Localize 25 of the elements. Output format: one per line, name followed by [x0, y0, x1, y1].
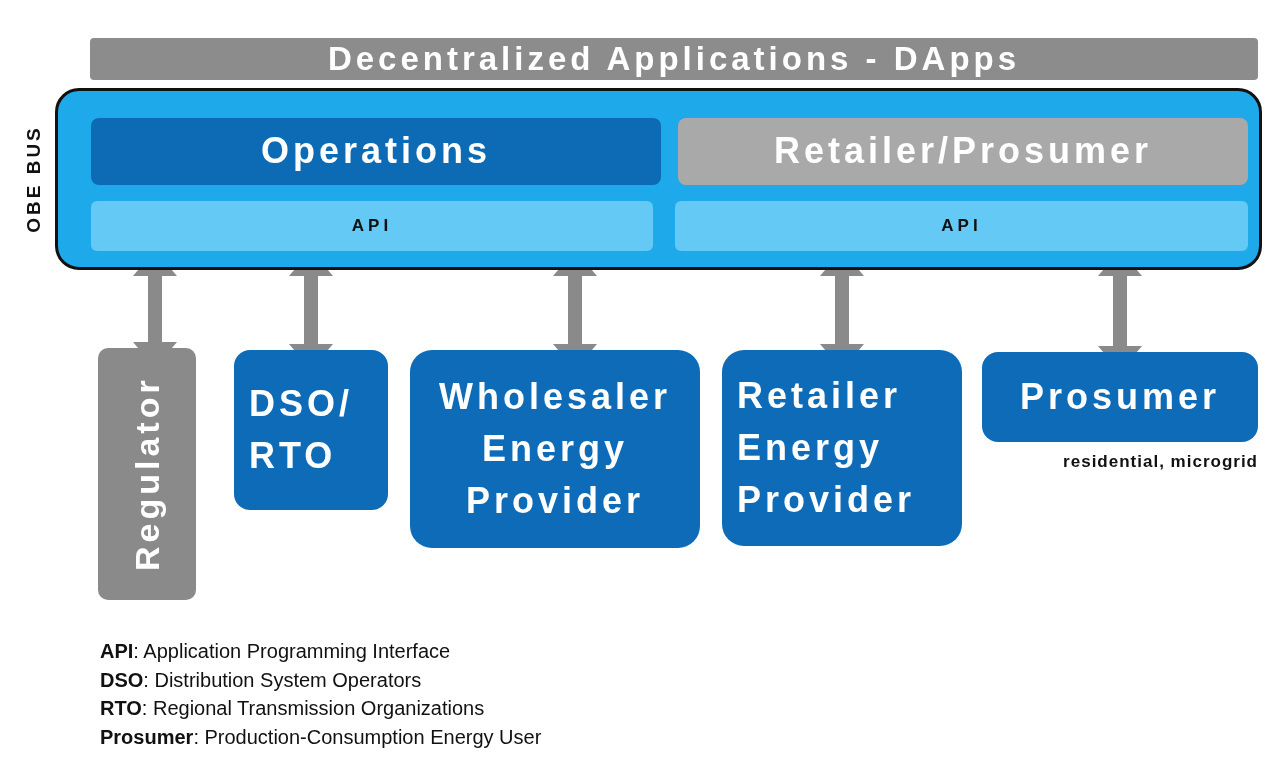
operations-bar: [91, 118, 661, 185]
entity-box: [234, 350, 388, 510]
legend-note: RTO: Regional Transmission Organizations: [100, 697, 485, 720]
api-bar: [675, 201, 1248, 251]
node-label: API: [351, 214, 393, 237]
node-label: DSO/ RTO: [249, 381, 354, 478]
node-label: Retailer/Prosumer: [773, 129, 1153, 174]
legend-note: API: Application Programming Interface: [100, 640, 451, 663]
legend-note: DSO: Distribution System Operators: [100, 668, 422, 692]
node-caption: residential, microgrid: [1063, 452, 1258, 472]
title-bar: [90, 38, 1258, 80]
node-label: Wholesaler Energy Provider: [437, 374, 673, 524]
node-label: Decentralized Applications - DApps: [327, 39, 1021, 80]
node-label: Regulator: [126, 376, 167, 572]
retailer-prosumer-bar: [678, 118, 1248, 185]
entity-box: [98, 348, 196, 600]
node-label: Prosumer: [1019, 374, 1221, 419]
legend-note: Prosumer: Production-Consumption Energy User: [100, 725, 542, 749]
entity-box: [410, 350, 700, 548]
node-label: Retailer Energy Provider: [737, 373, 917, 523]
bus-label: OBE BUS: [22, 125, 45, 233]
node-label: Operations: [260, 129, 491, 174]
entity-box: [722, 350, 962, 546]
node-label: API: [941, 214, 982, 237]
api-bar: [91, 201, 653, 251]
